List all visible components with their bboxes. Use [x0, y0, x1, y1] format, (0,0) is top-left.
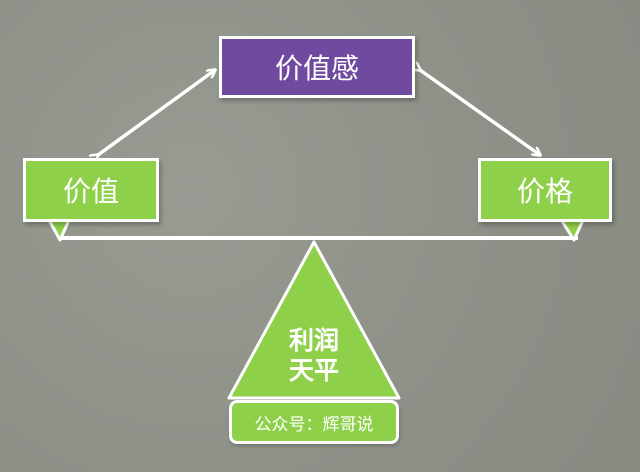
left-node-value: 价值: [23, 158, 159, 222]
left-node-label: 价值: [62, 175, 119, 208]
top-node-label: 价值感: [274, 52, 359, 85]
fulcrum-label: 利润 天平: [249, 326, 379, 386]
top-node-value-perception: 价值感: [219, 36, 415, 98]
right-node-price: 价格: [478, 158, 612, 222]
fulcrum-label-line-2: 天平: [288, 356, 339, 385]
fulcrum-label-line-1: 利润: [288, 326, 339, 355]
fulcrum-triangle: [227, 240, 401, 400]
right-node-label: 价格: [516, 175, 573, 208]
footer-label: 公众号：辉哥说: [254, 414, 374, 435]
footer-account-badge: 公众号：辉哥说: [229, 400, 399, 444]
arrow-top-to-right: [420, 70, 540, 155]
arrow-left-to-top: [98, 70, 215, 155]
